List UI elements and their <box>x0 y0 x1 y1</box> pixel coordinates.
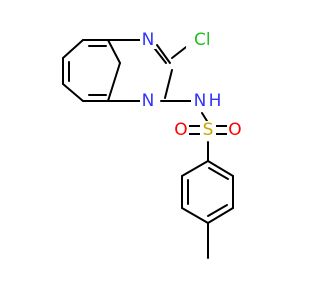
label-background <box>191 92 223 110</box>
bond <box>156 44 171 64</box>
label-background <box>173 121 189 139</box>
oxygen-label: O <box>228 120 241 140</box>
sulfonamide-nitrogen-label: N <box>194 91 207 111</box>
chlorine-label: Cl <box>194 30 211 50</box>
bonds <box>62 39 234 259</box>
label-background <box>227 121 243 139</box>
bond <box>207 204 228 217</box>
bond <box>107 62 121 102</box>
label-background <box>186 31 220 49</box>
bond <box>207 207 234 224</box>
nitrogen-label: N <box>142 91 155 111</box>
hydrogen-label: H <box>209 91 222 111</box>
nitrogen-label: N <box>142 30 155 50</box>
label-background <box>140 92 156 110</box>
label-background <box>140 31 156 49</box>
bond <box>62 39 84 59</box>
bond <box>207 160 234 177</box>
molecule-structure: N N Cl N H O S O <box>62 30 243 259</box>
bond <box>208 167 229 180</box>
bond <box>62 83 84 102</box>
bond <box>181 207 209 224</box>
label-background <box>200 121 216 139</box>
oxygen-label: O <box>174 120 187 140</box>
bond <box>164 69 173 99</box>
bond <box>107 39 121 64</box>
bond <box>181 160 209 177</box>
bond <box>201 112 208 122</box>
sulfur-label: S <box>203 120 214 140</box>
atom-labels: N N Cl N H O S O <box>140 30 243 140</box>
